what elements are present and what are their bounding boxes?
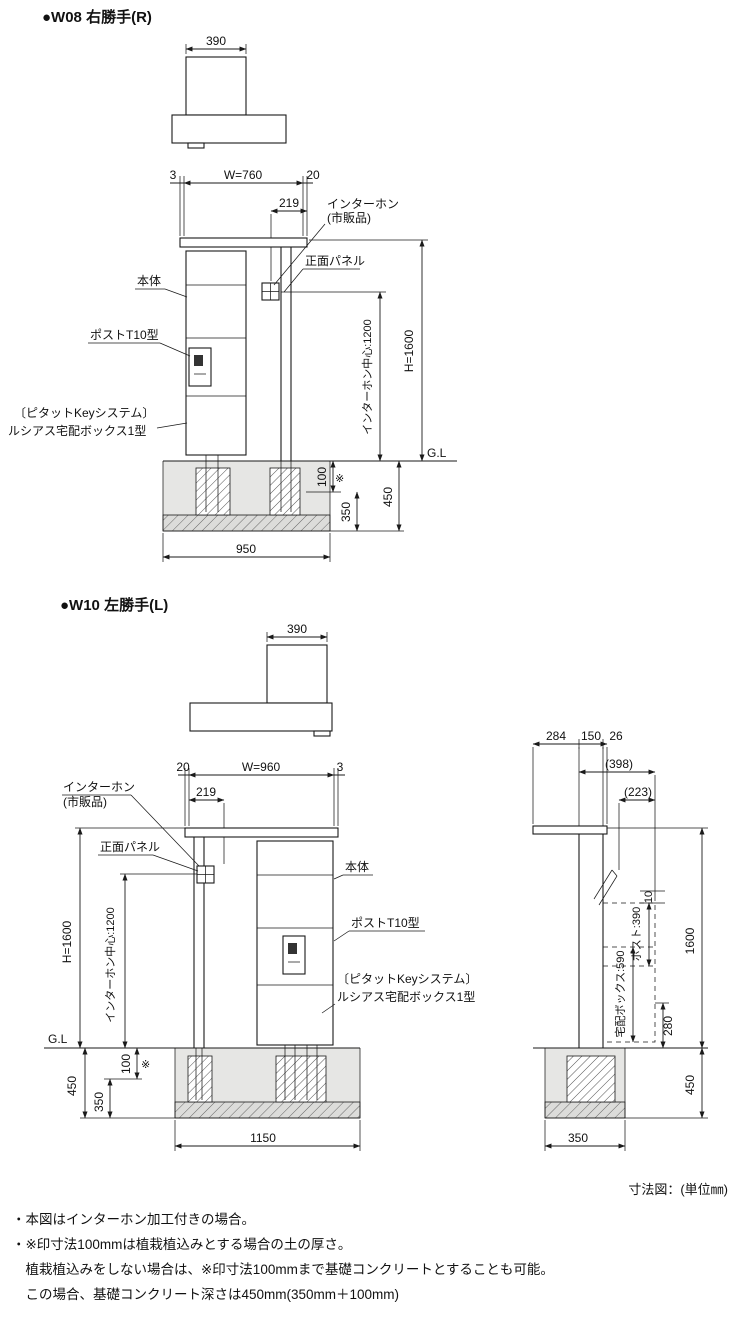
side-dim-body-depth: 284 [546, 729, 566, 743]
w08-dim-soil: 100 [315, 467, 329, 487]
w10-ground-dimensions: 450 350 100 ※ 1150 [65, 1047, 361, 1151]
w08-asterisk: ※ [335, 473, 344, 485]
side-dim-ref-box: (223) [624, 785, 652, 799]
w08-dim-intercom-offset: 219 [279, 196, 299, 210]
side-dim-total-depth: 450 [683, 1075, 697, 1095]
w08-label-intercom: インターホン [327, 197, 399, 211]
w10-title: ●W10 左勝手(L) [60, 596, 168, 614]
w08-ground [162, 455, 457, 532]
w10-label-intercom: インターホン [63, 780, 135, 794]
w10-label-delivery-box: ルシアス宅配ボックス1型 [337, 989, 475, 1004]
w08-label-delivery-box: ルシアス宅配ボックス1型 [8, 423, 146, 438]
w08-dim-top-width: 390 [206, 34, 226, 48]
w10-cap [184, 827, 339, 838]
w10-label-key-system: 〔ピタットKeyシステム〕 [337, 972, 477, 986]
footnote-line: ・※印寸法100mmは植栽植込みとする場合の土の厚さ。 [12, 1237, 351, 1252]
side-dim-delivery-box-height: 宅配ボックス:590 [613, 950, 627, 1037]
w10-dim-gap-right: 3 [337, 760, 344, 774]
side-view: 284 150 26 (398) (223) 10 ポスト: [532, 729, 708, 1151]
side-box-dimensions: 10 ポスト:390 宅配ボックス:590 280 1600 [607, 827, 708, 1049]
w10-ground [44, 1045, 361, 1119]
w08-cap [179, 237, 308, 248]
w08-dim-base-width: 950 [236, 542, 256, 556]
side-intercom-bracket [593, 869, 613, 900]
w08-label-key-system: 〔ピタットKeyシステム〕 [14, 406, 154, 420]
w08-dim-width: W=760 [224, 168, 263, 182]
w08-lock-dial [194, 355, 203, 366]
w08-footing-right [269, 467, 301, 516]
w08-dim-intercom-center: インターホン中心:1200 [361, 319, 374, 435]
side-top-dimensions: 284 150 26 (398) (223) [532, 729, 656, 901]
side-dim-gap-top: 10 [643, 891, 655, 903]
w10-asterisk: ※ [141, 1059, 150, 1071]
w08-dim-total-depth: 450 [381, 487, 395, 507]
w10-dim-top-width: 390 [287, 622, 307, 636]
w10-footing-left [187, 1055, 213, 1103]
w10-lock-dial [288, 943, 297, 954]
w08-label-intercom-note: (市販品) [327, 210, 371, 225]
side-cap [532, 825, 608, 835]
w10-concrete-strip [174, 1101, 361, 1119]
w10-label-front-panel: 正面パネル [100, 840, 160, 854]
w08-dim-height: H=1600 [402, 329, 416, 372]
w08-dim-gap-left: 3 [170, 168, 177, 182]
w10-label-post: ポストT10型 [351, 916, 420, 930]
footnotes: ・本図はインターホン加工付きの場合。 ・※印寸法100mmは植栽植込みとする場合… [12, 1212, 554, 1302]
w08-ground-dimensions: 100 ※ 350 450 950 [162, 460, 404, 562]
w08-dim-concrete: 350 [339, 502, 353, 522]
w10-dim-intercom-center: インターホン中心:1200 [104, 907, 117, 1023]
w10-top-view: 390 [189, 622, 333, 737]
side-concrete-strip [544, 1101, 626, 1119]
w10-dim-soil: 100 [119, 1054, 133, 1074]
side-unit-box-hidden [602, 902, 656, 1043]
side-dim-cap-depth: 26 [609, 729, 623, 743]
w10-dim-gap-left: 20 [176, 760, 190, 774]
w10-dim-total-depth: 450 [65, 1076, 79, 1096]
w08-width-dimension: 3 W=760 20 219 [170, 168, 320, 281]
w08-label-body: 本体 [137, 274, 161, 288]
w10-dim-width: W=960 [242, 760, 281, 774]
w08-lock-unit [188, 347, 212, 387]
w10-height-dimensions: H=1600 インターホン中心:1200 G.L [48, 827, 197, 1049]
w08-section: ●W08 右勝手(R) 390 3 W=760 20 219 [8, 8, 457, 562]
footnote-line: 植栽植込みをしない場合は、※印寸法100mmまで基礎コンクリートとすることも可能… [12, 1261, 554, 1277]
w08-top-view: 390 [171, 34, 287, 149]
side-footing [566, 1055, 616, 1103]
w10-dim-base-width: 1150 [250, 1131, 276, 1145]
w08-label-front-panel: 正面パネル [305, 254, 365, 268]
footnote-line: この場合、基礎コンクリート深さは450mm(350mm＋100mm) [12, 1286, 399, 1302]
w08-labels: インターホン (市販品) 正面パネル 本体 ポストT10型 〔ピタットKeyシス… [8, 197, 399, 438]
side-dim-post-height: ポスト:390 [630, 907, 643, 961]
w10-labels: インターホン (市販品) 正面パネル 本体 ポストT10型 〔ピタットKeyシス… [62, 780, 477, 1014]
side-ground: 450 350 [533, 1047, 708, 1151]
w08-gl-label: G.L [427, 446, 447, 460]
w08-footing-left [195, 467, 231, 516]
w08-dim-gap-right: 20 [306, 168, 320, 182]
w10-label-body: 本体 [345, 860, 369, 874]
w10-lock-unit [282, 935, 306, 975]
w10-dim-concrete: 350 [92, 1092, 106, 1112]
w08-structure [179, 237, 308, 461]
w10-dim-intercom-offset: 219 [196, 785, 216, 799]
drawing-caption: 寸法図：(単位㎜) [628, 1182, 728, 1197]
side-dim-ref-total: (398) [605, 757, 633, 771]
w10-gl-label: G.L [48, 1032, 68, 1046]
w10-dim-height: H=1600 [60, 920, 74, 963]
w08-label-post: ポストT10型 [90, 328, 159, 342]
side-dim-height: 1600 [683, 927, 697, 954]
w10-structure [184, 827, 339, 1048]
w10-label-intercom-note: (市販品) [63, 794, 107, 809]
side-dim-box-bottom: 280 [661, 1016, 675, 1036]
w08-title: ●W08 右勝手(R) [42, 8, 152, 26]
w08-height-dimensions: H=1600 インターホン中心:1200 G.L [281, 239, 447, 462]
footnote-line: ・本図はインターホン加工付きの場合。 [12, 1212, 255, 1227]
w10-width-dimension: 20 W=960 3 219 [176, 760, 345, 864]
side-dim-pole-depth: 150 [581, 729, 601, 743]
w10-section: ●W10 左勝手(L) 390 20 W=960 3 219 [44, 596, 477, 1151]
w10-footing-right [275, 1055, 327, 1103]
side-dim-base-depth: 350 [568, 1131, 588, 1145]
w08-concrete-strip [162, 514, 331, 532]
